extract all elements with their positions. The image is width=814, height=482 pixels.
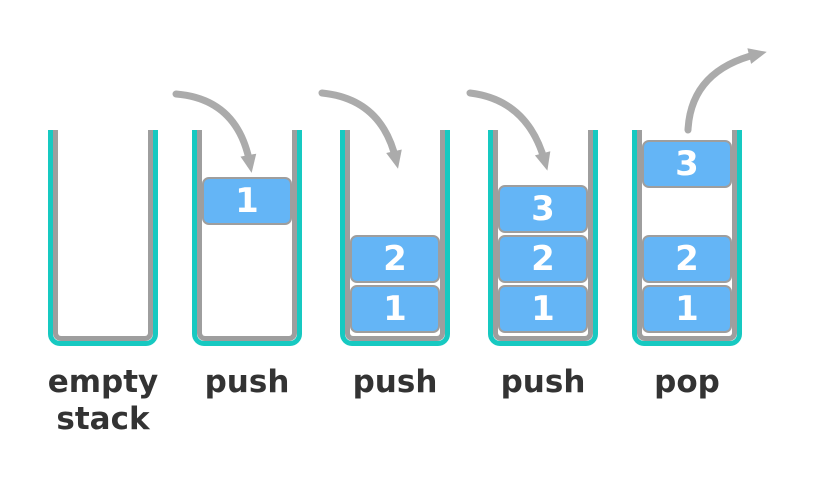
- beaker-outer-wall: [48, 130, 158, 346]
- stack-block: 2: [498, 235, 588, 283]
- block-value: 1: [531, 289, 555, 329]
- stack-block-popping: 3: [642, 140, 732, 188]
- label-line: push: [204, 364, 290, 400]
- stage-label: push: [468, 364, 618, 401]
- beaker-inner-wall: [345, 130, 445, 341]
- block-value: 1: [235, 181, 259, 221]
- beaker-outer-wall: [340, 130, 450, 346]
- block-value: 3: [675, 144, 699, 184]
- block-value: 1: [383, 289, 407, 329]
- label-line: empty: [47, 364, 159, 400]
- stage-empty-stack: empty stack: [48, 130, 158, 460]
- beaker-inner-wall: [53, 130, 153, 341]
- stage-push-second: 2 1 push: [340, 130, 450, 460]
- beaker-outer-wall: [632, 130, 742, 346]
- block-value: 3: [531, 189, 555, 229]
- stack-container: 1: [192, 130, 302, 346]
- beaker-inner-wall: [637, 130, 737, 341]
- stack-block: 3: [498, 185, 588, 233]
- stack-container: 3 2 1: [632, 130, 742, 346]
- stack-block: 1: [202, 177, 292, 225]
- stage-push-first: 1 push: [192, 130, 302, 460]
- stack-block: 2: [642, 235, 732, 283]
- label-line: push: [352, 364, 438, 400]
- stage-label: push: [172, 364, 322, 401]
- block-value: 2: [675, 239, 699, 279]
- label-line: pop: [654, 364, 720, 400]
- beaker-inner-wall: [493, 130, 593, 341]
- stage-push-third: 3 2 1 push: [488, 130, 598, 460]
- beaker-inner-wall: [197, 130, 297, 341]
- label-line: push: [500, 364, 586, 400]
- stack-container: 3 2 1: [488, 130, 598, 346]
- block-value: 1: [675, 289, 699, 329]
- stack-block: 1: [350, 285, 440, 333]
- stack-block: 1: [498, 285, 588, 333]
- stack-container: [48, 130, 158, 346]
- stage-pop: 3 2 1 pop: [632, 130, 742, 460]
- stack-block: 2: [350, 235, 440, 283]
- stage-label: empty stack: [28, 364, 178, 438]
- label-line: stack: [56, 401, 150, 437]
- pop-arrow-icon: [684, 48, 767, 134]
- block-value: 2: [383, 239, 407, 279]
- stack-container: 2 1: [340, 130, 450, 346]
- stage-label: pop: [612, 364, 762, 401]
- beaker-outer-wall: [192, 130, 302, 346]
- stack-block: 1: [642, 285, 732, 333]
- block-value: 2: [531, 239, 555, 279]
- beaker-outer-wall: [488, 130, 598, 346]
- stage-label: push: [320, 364, 470, 401]
